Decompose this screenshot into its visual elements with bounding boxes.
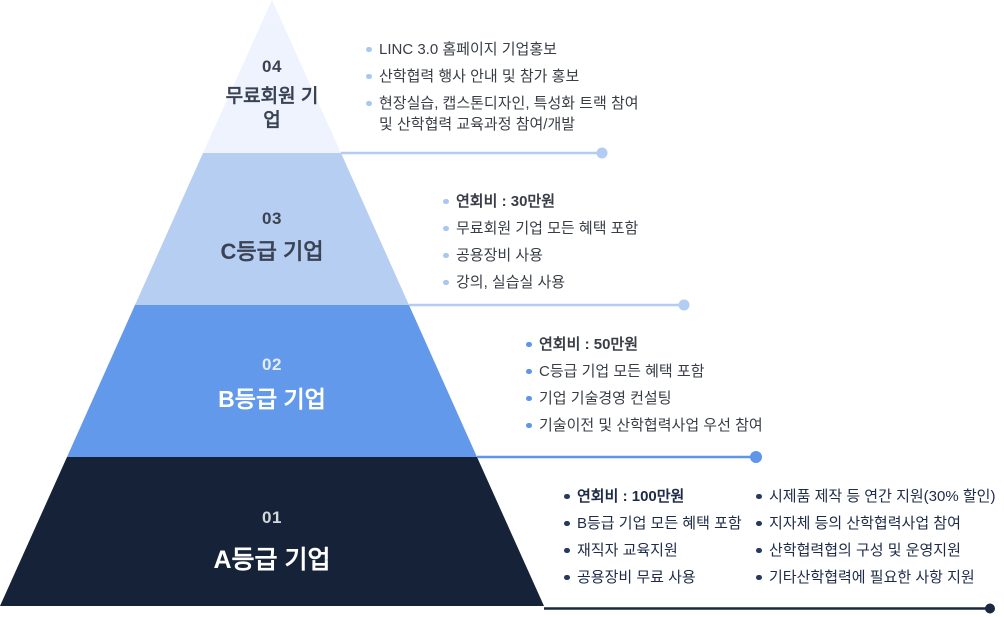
benefit-item: C등급 기업 모든 혜택 포함 [525, 361, 763, 382]
benefit-item: 시제품 제작 등 연간 지원(30% 할인) [755, 486, 995, 507]
tier-04-name: 무료회원 기업 [225, 86, 319, 131]
connector-dot-tier-03 [678, 299, 690, 311]
pyramid-tier-02-shape [67, 305, 477, 457]
benefit-item: 재직자 교육지원 [563, 540, 742, 561]
tier-03-number: 03 [262, 209, 282, 228]
benefit-item: 산학협력협의 구성 및 운영지원 [755, 540, 995, 561]
benefit-item: 무료회원 기업 모든 혜택 포함 [442, 218, 638, 239]
benefit-item: 지자체 등의 산학협력사업 참여 [755, 513, 995, 534]
connector-dot-tier-04 [596, 147, 608, 159]
pyramid-tier-03-shape [135, 153, 409, 305]
benefit-item: 연회비 : 100만원 [563, 486, 742, 507]
benefit-item: 산학협력 행사 안내 및 참가 홍보 [365, 66, 641, 87]
connector-dot-tier-01 [985, 603, 995, 614]
tier-02-name: B등급 기업 [218, 386, 326, 412]
pyramid-tier-04-shape [203, 0, 341, 153]
benefit-item: 기술이전 및 산학협력사업 우선 참여 [525, 415, 763, 436]
benefit-item: 현장실습, 캡스톤디자인, 특성화 트랙 참여 및 산학협력 교육과정 참여/개… [365, 93, 641, 135]
benefit-item: 강의, 실습실 사용 [442, 272, 638, 293]
connector-dot-tier-02 [750, 451, 762, 463]
benefit-item: B등급 기업 모든 혜택 포함 [563, 513, 742, 534]
tier-04-number: 04 [262, 57, 282, 76]
benefit-item: LINC 3.0 홈페이지 기업홍보 [365, 39, 641, 60]
tier-02-number: 02 [262, 355, 282, 374]
benefit-item: 기타산학협력에 필요한 사항 지원 [755, 567, 995, 588]
tier-03-name: C등급 기업 [220, 239, 324, 264]
benefit-item: 공용장비 사용 [442, 245, 638, 266]
tier-01-name: A등급 기업 [213, 546, 331, 574]
pyramid-tier-01-shape [0, 457, 544, 606]
benefit-item: 연회비 : 30만원 [442, 191, 638, 212]
benefit-item: 기업 기술경영 컨설팅 [525, 388, 763, 409]
benefit-item: 연회비 : 50만원 [525, 334, 763, 355]
tier-01-number: 01 [262, 508, 282, 527]
benefit-item: 공용장비 무료 사용 [563, 567, 742, 588]
